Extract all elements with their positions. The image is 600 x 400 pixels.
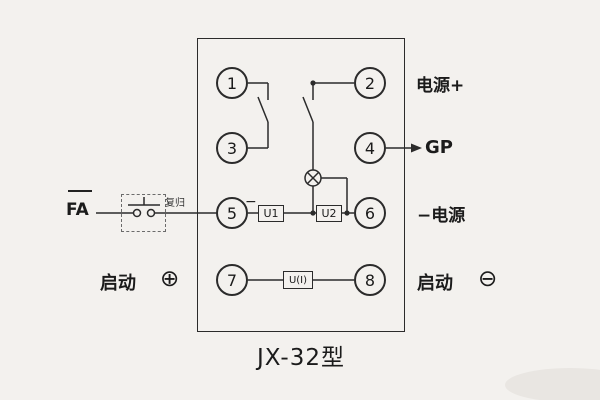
block-ui: U(I) (283, 271, 313, 289)
polarity-minus-label: − (245, 194, 257, 210)
terminal-5: 5 (216, 197, 248, 229)
watermark (505, 368, 600, 400)
fa-button-dashed-box (121, 194, 166, 232)
terminal-6: 6 (354, 197, 386, 229)
terminal-3: 3 (216, 132, 248, 164)
gp-label: GP (425, 137, 453, 158)
power-plus-label: 电源+ (416, 76, 465, 96)
relay-outline (197, 38, 405, 332)
start-left-label: 启动 (100, 273, 136, 294)
terminal-2: 2 (354, 67, 386, 99)
start-plus-icon: ⊕ (160, 266, 180, 292)
contact-2-branch (302, 80, 354, 170)
diagram-title: JX-32型 (257, 345, 345, 371)
start-minus-icon: ⊖ (478, 266, 498, 292)
block-u2: U2 (316, 205, 342, 222)
terminal-4: 4 (354, 132, 386, 164)
terminal-1: 1 (216, 67, 248, 99)
lamp-icon (304, 169, 322, 187)
fa-overline (68, 190, 92, 192)
gp-arrow (386, 143, 422, 153)
reset-label: 复归 (165, 198, 185, 209)
start-right-label: 启动 (417, 273, 453, 294)
terminal-7: 7 (216, 264, 248, 296)
fa-label: FA (66, 200, 89, 220)
block-u1: U1 (258, 205, 284, 222)
power-minus-label: −电源 (417, 206, 466, 226)
contact-1-3 (248, 82, 269, 149)
terminal-8: 8 (354, 264, 386, 296)
